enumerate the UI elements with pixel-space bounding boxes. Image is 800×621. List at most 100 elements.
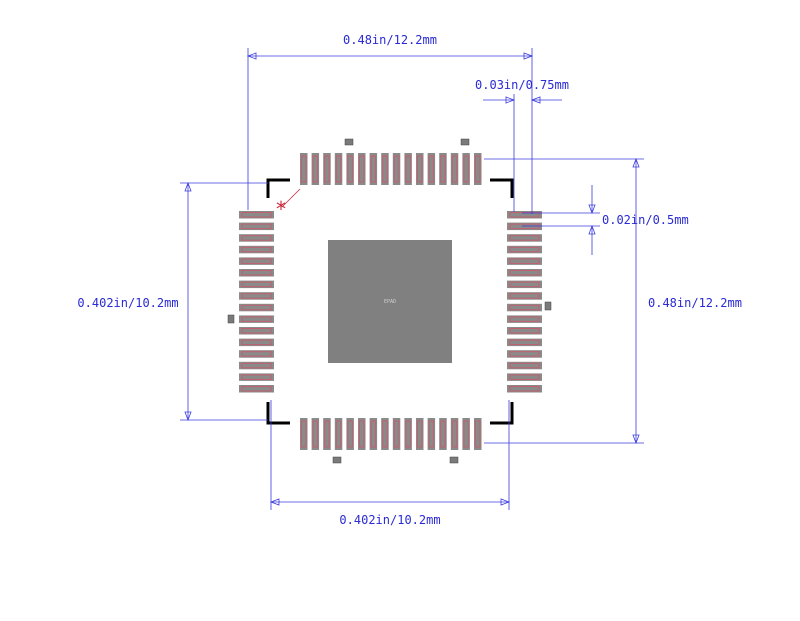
pad-bottom-12	[427, 418, 436, 450]
pad-top-5-outline	[347, 155, 353, 183]
silk-corner-top-left	[266, 178, 290, 198]
pad-right-5	[507, 257, 542, 265]
pad-bottom-16	[474, 418, 482, 450]
pad-top-2	[311, 153, 320, 185]
pad-bottom-15	[462, 418, 470, 450]
pad-bottom-6-outline	[359, 420, 365, 448]
pad-top-4	[334, 153, 343, 185]
pad-left-15	[239, 373, 274, 381]
pad-left-7-outline	[241, 281, 272, 288]
pad-left-5	[239, 257, 274, 265]
pad-left-6-outline	[241, 270, 272, 276]
pad-left-12-outline	[241, 339, 272, 346]
pad-top-2-outline	[312, 155, 319, 183]
pad-bottom-5-outline	[347, 420, 353, 448]
pad-right-6	[507, 269, 542, 277]
pad-right-14	[507, 361, 542, 370]
pad-right-15-outline	[509, 374, 540, 380]
label-body-width: 0.402in/10.2mm	[339, 513, 440, 527]
pad-left-7	[239, 280, 274, 289]
pad-left-15-outline	[241, 374, 272, 380]
fiducial-bottom-left	[332, 456, 342, 464]
pad-top-6	[358, 153, 366, 185]
arrow-oh-bottom	[632, 434, 640, 445]
arrow-bw-right	[500, 498, 511, 506]
silk-corner-top-right	[490, 178, 514, 198]
label-pitch: 0.02in/0.5mm	[602, 213, 689, 227]
pad-right-12	[507, 338, 542, 347]
pad-left-8-outline	[241, 293, 272, 299]
pad-bottom-7-outline	[370, 420, 377, 448]
pad-left-9	[239, 303, 274, 312]
pad-bottom-7	[369, 418, 378, 450]
pad-top-15-outline	[463, 155, 469, 183]
pad-right-16-outline	[509, 386, 540, 392]
pad-right-12-outline	[509, 339, 540, 346]
pad-bottom-1	[300, 418, 308, 450]
arrow-ow-right	[523, 52, 534, 60]
pad-right-13	[507, 350, 542, 358]
pad-bottom-2-outline	[312, 420, 319, 448]
pad-right-16	[507, 385, 542, 393]
pad-bottom-2	[311, 418, 320, 450]
pad-left-5-outline	[241, 258, 272, 264]
pad-bottom-14	[450, 418, 459, 450]
pad-bottom-9-outline	[393, 420, 400, 448]
pad-right-13-outline	[509, 351, 540, 357]
pad-left-13	[239, 350, 274, 358]
pad-top-1-outline	[301, 155, 307, 183]
pad-bottom-4	[334, 418, 343, 450]
pad-left-10	[239, 315, 274, 323]
pad-bottom-11-outline	[417, 420, 423, 448]
pad-right-4-outline	[509, 246, 540, 253]
pad-top-14-outline	[451, 155, 458, 183]
fiducial-marks	[227, 138, 552, 464]
pad-bottom-3	[323, 418, 331, 450]
fiducial-left	[227, 314, 235, 324]
pad-left-11	[239, 327, 274, 335]
pad-left-8	[239, 292, 274, 300]
pad-right-9-outline	[509, 304, 540, 311]
pads-bottom-row	[300, 418, 482, 450]
pad-bottom-14-outline	[451, 420, 458, 448]
pad-top-7	[369, 153, 378, 185]
pads-top-row	[300, 153, 482, 185]
arrow-pw-left	[505, 96, 516, 104]
pad-bottom-8	[381, 418, 389, 450]
arrow-pw-right	[530, 96, 541, 104]
pad-left-14-outline	[241, 362, 272, 369]
pad-top-9-outline	[393, 155, 400, 183]
pad-left-11-outline	[241, 328, 272, 334]
label-body-height: 0.402in/10.2mm	[77, 296, 178, 310]
pad-top-11-outline	[417, 155, 423, 183]
pad-top-15	[462, 153, 470, 185]
arrow-pitch-top	[588, 204, 596, 215]
pad-left-2-outline	[241, 223, 272, 230]
pad-right-7-outline	[509, 281, 540, 288]
pad-top-13	[439, 153, 447, 185]
pad-bottom-5	[346, 418, 354, 450]
pad-right-11-outline	[509, 328, 540, 334]
pad-right-7	[507, 280, 542, 289]
pad-right-4	[507, 245, 542, 254]
pad-left-4	[239, 245, 274, 254]
arrow-oh-top	[632, 157, 640, 168]
pad-top-1	[300, 153, 308, 185]
pad-top-5	[346, 153, 354, 185]
pad-bottom-8-outline	[382, 420, 388, 448]
pad-top-8	[381, 153, 389, 185]
pads-right-column	[507, 211, 542, 393]
pad-top-8-outline	[382, 155, 388, 183]
pad-left-13-outline	[241, 351, 272, 357]
pad-top-6-outline	[359, 155, 365, 183]
arrow-bh-top	[184, 181, 192, 192]
pad-bottom-15-outline	[463, 420, 469, 448]
pad-bottom-6	[358, 418, 366, 450]
pad-left-4-outline	[241, 246, 272, 253]
pad-right-1-outline	[509, 212, 540, 218]
pad-top-3-outline	[324, 155, 330, 183]
pads-left-column	[239, 211, 274, 393]
pad-left-2	[239, 222, 274, 231]
pad-right-10-outline	[509, 316, 540, 322]
